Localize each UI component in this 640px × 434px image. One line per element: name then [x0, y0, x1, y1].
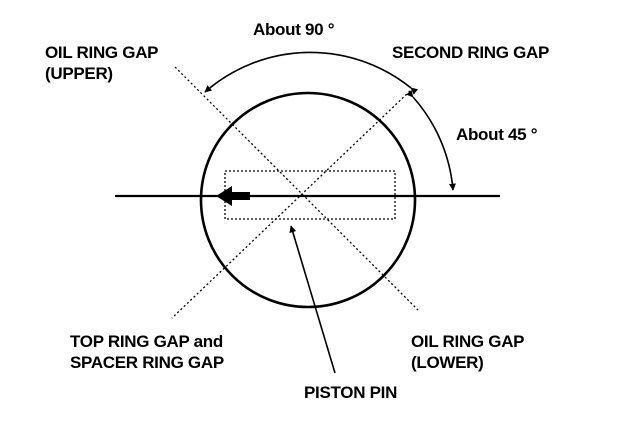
- diagonal-gap-line-upper-left: [174, 66, 419, 311]
- label-piston-pin: PISTON PIN: [304, 383, 397, 402]
- label-top-ring-gap-line2: SPACER RING GAP: [70, 353, 224, 372]
- label-oil-ring-gap-upper-line1: OIL RING GAP: [45, 43, 158, 62]
- label-oil-ring-gap-upper-line2: (UPPER): [45, 64, 113, 83]
- label-oil-ring-gap-lower-line2: (LOWER): [411, 353, 484, 372]
- angle-arc-45: [406, 89, 456, 191]
- label-oil-ring-gap-lower-line1: OIL RING GAP: [411, 332, 524, 351]
- label-top-ring-gap-line1: TOP RING GAP and: [70, 332, 223, 351]
- diagonal-gap-line-upper-right: [171, 90, 411, 319]
- angle-arc-90: [204, 51, 419, 95]
- label-second-ring-gap: SECOND RING GAP: [392, 43, 549, 62]
- label-about-45: About 45 °: [456, 125, 538, 144]
- piston-pin-leader-arrow: [289, 225, 336, 374]
- front-mark-arrow: [216, 186, 250, 206]
- label-about-90: About 90 °: [253, 20, 335, 39]
